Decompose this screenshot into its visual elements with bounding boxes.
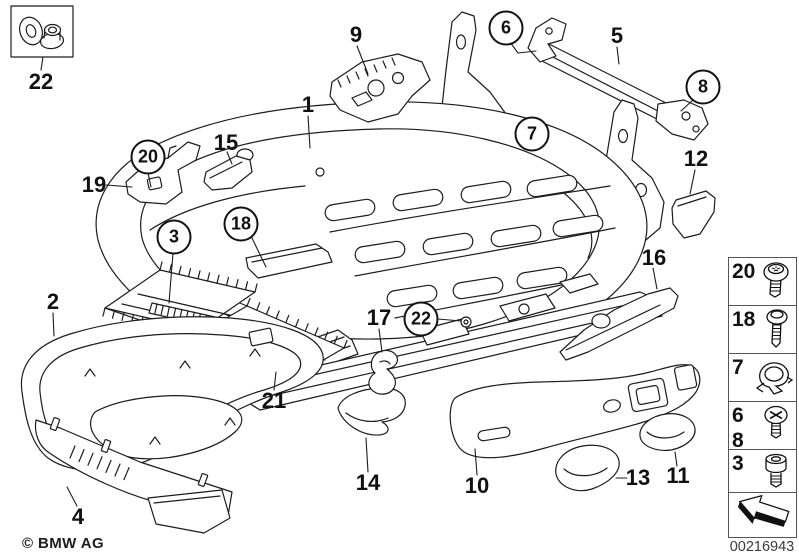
flange-nut-icon: [39, 23, 65, 50]
part-4-front-trim: [34, 417, 233, 534]
part-17-clip: [368, 349, 399, 395]
callout-17[interactable]: 17: [366, 305, 392, 330]
callout-22-hardware[interactable]: 22: [28, 69, 54, 94]
copyright-notice: © BMW AG: [22, 535, 105, 552]
hardware-callout-box: [10, 5, 74, 58]
part-9-bracket: [329, 53, 431, 123]
callout-21[interactable]: 21: [261, 388, 287, 413]
legend-label-6: 6: [732, 404, 744, 427]
callout-circle-3[interactable]: 3: [156, 219, 192, 255]
legend-row-18: 18: [729, 306, 796, 354]
part-13-handle: [555, 444, 620, 492]
callout-circle-7[interactable]: 7: [514, 116, 550, 152]
callout-19[interactable]: 19: [81, 172, 107, 197]
callout-circle-22[interactable]: 22: [403, 301, 439, 337]
document-number: 00216943: [729, 539, 795, 555]
legend-label-7: 7: [732, 356, 744, 379]
callout-10[interactable]: 10: [464, 473, 490, 498]
part-12-cover: [671, 190, 716, 239]
socket-head-bolt-icon: [765, 453, 787, 488]
legend-label-8: 8: [732, 429, 744, 452]
part-15-cover: [203, 155, 253, 191]
legend-row-7: 7: [729, 354, 796, 402]
callout-circle-20[interactable]: 20: [130, 139, 166, 175]
cable-clip-icon: [755, 362, 794, 395]
callout-4[interactable]: 4: [71, 504, 85, 529]
legend-label-3: 3: [732, 452, 744, 475]
washer-icon: [19, 16, 43, 46]
legend-label-18: 18: [732, 308, 756, 331]
callout-16[interactable]: 16: [641, 245, 667, 270]
phillips-pan-head-screw-icon: [764, 405, 788, 439]
leader-lines: [40, 41, 696, 507]
legend-row-3: 3: [729, 450, 796, 493]
legend-row-direction: [729, 493, 796, 537]
torx-pan-head-screw-icon: [763, 262, 789, 298]
shoulder-screw-icon: [766, 309, 788, 348]
callout-13[interactable]: 13: [625, 465, 651, 490]
part-11-handle: [639, 413, 696, 451]
part-2-seat-pan: [20, 316, 324, 472]
callout-11[interactable]: 11: [666, 463, 690, 488]
callout-circle-8[interactable]: 8: [685, 69, 721, 105]
callout-circle-6[interactable]: 6: [488, 10, 524, 46]
callout-9[interactable]: 9: [349, 22, 363, 47]
part-10-side-panel: [449, 364, 701, 459]
callout-1[interactable]: 1: [301, 92, 315, 117]
direction-arrow-icon: [737, 494, 790, 527]
part-14-cover: [337, 387, 406, 436]
part-5-crossbar: [527, 17, 709, 141]
legend-label-20: 20: [732, 260, 756, 283]
fastener-legend: 20 18: [728, 257, 797, 538]
legend-row-6-8: 6 8: [729, 402, 796, 452]
callout-14[interactable]: 14: [355, 470, 381, 495]
part-18-rail: [245, 243, 333, 279]
callout-15[interactable]: 15: [213, 130, 239, 155]
legend-row-20: 20: [729, 258, 796, 306]
callout-5[interactable]: 5: [610, 23, 624, 48]
callout-12[interactable]: 12: [683, 146, 709, 171]
seat-spring-mat: [324, 174, 616, 319]
callout-circle-18[interactable]: 18: [223, 206, 259, 242]
callout-2[interactable]: 2: [46, 289, 60, 314]
part-16-rail-cover: [559, 287, 679, 361]
